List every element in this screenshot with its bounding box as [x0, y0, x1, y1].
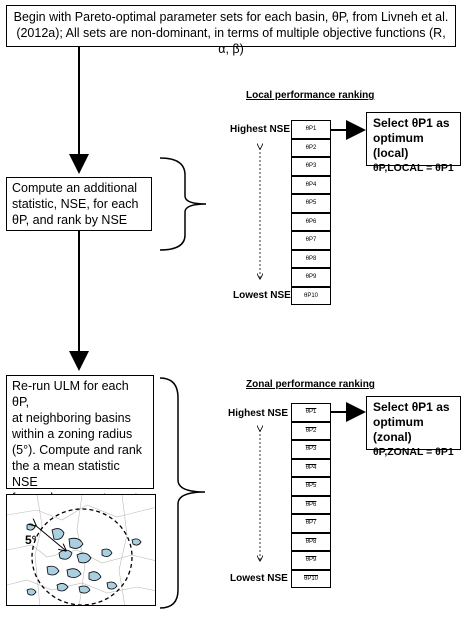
local-rank-cell: θP3	[291, 157, 331, 176]
zonal-ranking-title: Zonal performance ranking	[246, 379, 375, 390]
local-rank-cell: θP2	[291, 138, 331, 157]
zonal-select-line-1: Select θP1 as	[373, 400, 450, 414]
local-select-box: Select θP1 as optimum (local) θP,LOCAL =…	[366, 112, 461, 174]
radius-arrow	[35, 525, 65, 550]
zonal-rank-cell: θP9	[291, 551, 331, 570]
start-line-2: (2012a); All sets are non-dominant, in t…	[16, 26, 446, 56]
zonal-lowest-label: Lowest NSE	[230, 573, 288, 584]
zonal-rank-cell: θP6	[291, 495, 331, 514]
rerun-line-4: (5°). Compute and rank	[12, 443, 143, 457]
compute-line-3: θP, and rank by NSE	[12, 213, 128, 227]
local-rank-cell: θP7	[291, 231, 331, 250]
compute-line-2: statistic, NSE, for each	[12, 197, 139, 211]
zonal-rank-cell: θP8	[291, 532, 331, 551]
local-lowest-label: Lowest NSE	[233, 290, 291, 301]
zoning-map-svg	[7, 495, 155, 605]
zonal-rank-cell: θP1	[291, 403, 331, 422]
zonal-rank-cell: θP4	[291, 458, 331, 477]
local-highest-label: Highest NSE	[230, 124, 291, 135]
local-select-line-2: optimum (local)	[373, 131, 424, 160]
zonal-highest-text: Highest NSE	[228, 408, 289, 419]
local-ranking-title: Local performance ranking	[246, 90, 375, 101]
zonal-select-line-2: optimum (zonal)	[373, 415, 424, 444]
zonal-rank-cell: θP2	[291, 421, 331, 440]
zoning-map: 5°	[6, 494, 156, 606]
local-rank-cell: θP6	[291, 212, 331, 231]
local-rank-cell: θP4	[291, 175, 331, 194]
local-rank-cell: θP10	[291, 286, 331, 305]
local-rank-cell: θP8	[291, 249, 331, 268]
rerun-line-5: the a mean statistic NSE	[12, 459, 120, 489]
rerun-line-2: at neighboring basins	[12, 411, 131, 425]
rerun-line-3: within a zoning radius	[12, 427, 133, 441]
rerun-box: Re-run ULM for each θP, at neighboring b…	[6, 375, 154, 505]
basin-shapes	[26, 523, 142, 596]
local-rank-cell: θP5	[291, 194, 331, 213]
radius-label: 5°	[25, 533, 37, 547]
zonal-select-line-3: θP,ZONAL = θP1	[373, 446, 454, 458]
zonal-rank-cell: θP5	[291, 477, 331, 496]
zonal-rank-cell: θP10	[291, 569, 331, 588]
zonal-rank-cell: θP3	[291, 440, 331, 459]
local-rank-cell: θP1	[291, 120, 331, 139]
rerun-line-1: Re-run ULM for each θP,	[12, 379, 129, 409]
zoning-radius-circle	[31, 508, 133, 605]
zonal-highest-label: Highest NSE	[228, 408, 288, 419]
compute-box: Compute an additional statistic, NSE, fo…	[6, 177, 152, 231]
compute-line-1: Compute an additional	[12, 181, 138, 195]
local-select-line-3: θP,LOCAL = θP1	[373, 162, 454, 174]
zonal-lowest-text: Lowest NSE	[230, 573, 288, 584]
brace-local	[159, 157, 207, 251]
start-line-1: Begin with Pareto-optimal parameter sets…	[13, 10, 449, 24]
start-box: Begin with Pareto-optimal parameter sets…	[6, 5, 456, 56]
local-select-line-1: Select θP1 as	[373, 116, 450, 130]
local-rank-cell: θP9	[291, 268, 331, 287]
brace-zonal	[159, 377, 206, 609]
zonal-rank-cell: θP7	[291, 514, 331, 533]
zonal-select-box: Select θP1 as optimum (zonal) θP,ZONAL =…	[366, 396, 461, 458]
